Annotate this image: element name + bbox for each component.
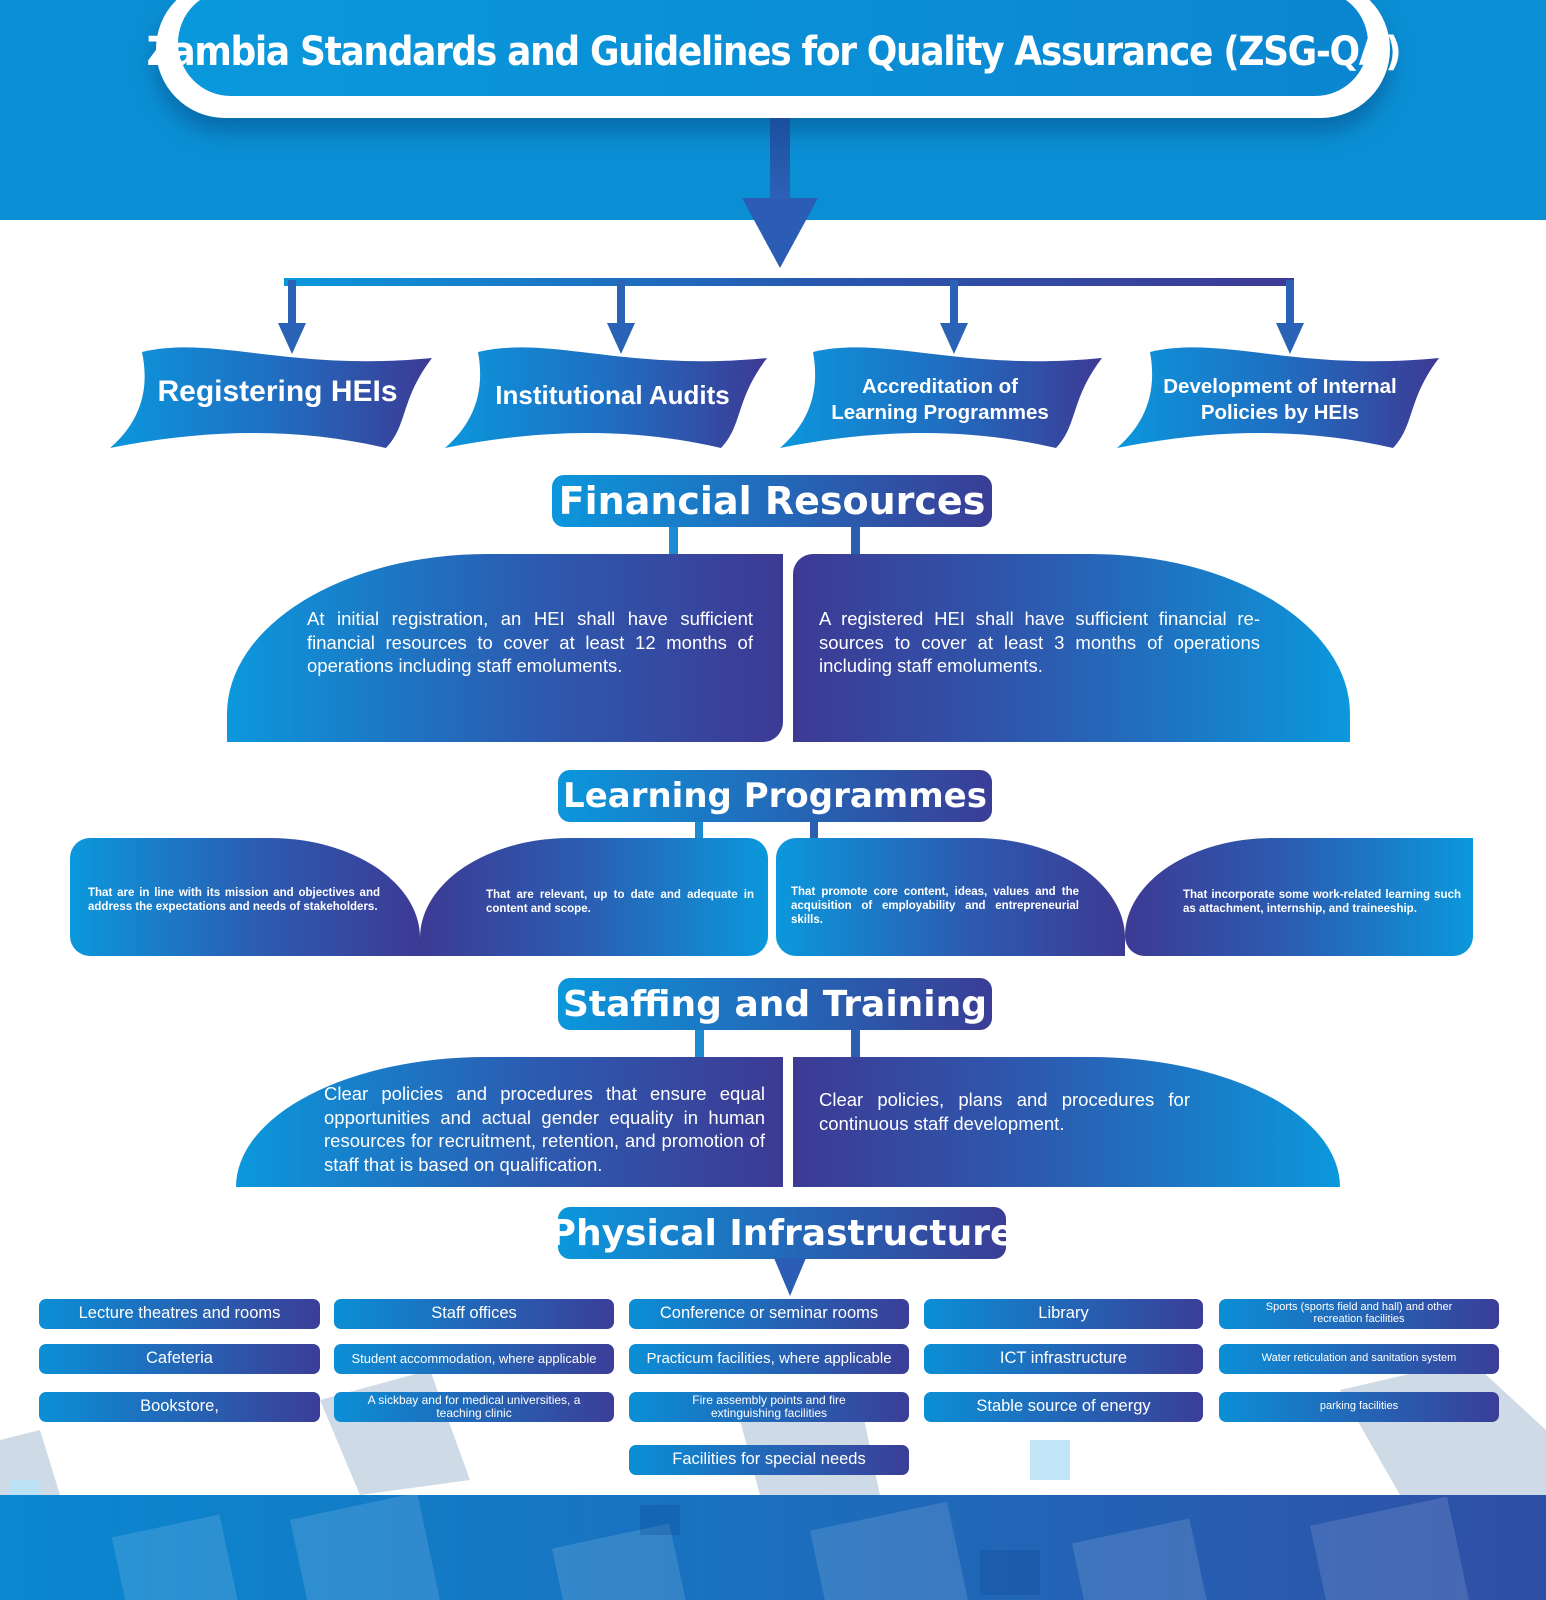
financial-left-text: At initial registration, an HEI shall ha… [307, 608, 753, 676]
learning-connector-right [810, 822, 818, 839]
infra-library: Library [924, 1299, 1203, 1329]
branch-arrow-2 [607, 323, 635, 354]
staffing-connector-right [851, 1030, 860, 1058]
infra-sports-facilities: Sports (sports field and hall) and other… [1219, 1299, 1499, 1329]
learning-item-4-text: That incorporate some work-related learn… [1183, 889, 1461, 915]
ribbon-shape-3 [780, 347, 1102, 448]
learning-item-3: That promote core content, ideas, values… [776, 838, 1125, 956]
infra-ict: ICT infrastructure [924, 1344, 1203, 1374]
branch-stem-3 [950, 280, 958, 325]
financial-connector-left [669, 527, 678, 555]
staffing-right-text: Clear policies, plans and procedures for… [819, 1089, 1190, 1134]
ribbon-shapes [110, 347, 1439, 448]
ribbon-shape-1 [110, 347, 432, 448]
ribbon-internal-policies: Development of Internal Policies by HEIs [1163, 375, 1397, 424]
infra-student-accommodation: Student accommodation, where applicable [334, 1344, 614, 1374]
infra-water-sanitation: Water reticulation and sanitation system [1219, 1344, 1499, 1374]
learning-item-4: That incorporate some work-related learn… [1125, 838, 1473, 956]
learning-item-2-text: That are relevant, up to date and adequa… [486, 889, 754, 915]
branch-arrow-4 [1276, 323, 1304, 354]
footer-band [0, 1495, 1546, 1600]
main-arrow-head [742, 198, 818, 268]
infra-fire-assembly: Fire assembly points and fire extinguish… [629, 1392, 909, 1422]
infra-sickbay: A sickbay and for medical universities, … [334, 1392, 614, 1422]
footer-pattern [111, 1495, 1470, 1600]
branch-stem-1 [288, 280, 296, 325]
infra-staff-offices: Staff offices [334, 1299, 614, 1329]
ribbon-institutional-audits: Institutional Audits [495, 380, 730, 410]
infra-parking: parking facilities [1219, 1392, 1499, 1422]
infra-lecture-theatres: Lecture theatres and rooms [39, 1299, 320, 1329]
branch-arrow-1 [278, 323, 306, 354]
ribbon-registering-heis: Registering HEIs [157, 375, 398, 408]
infra-bookstore: Bookstore, [39, 1392, 320, 1422]
infra-practicum-facilities: Practicum facilities, where applicable [629, 1344, 909, 1374]
staffing-connector-left [695, 1030, 704, 1058]
main-arrow-stem [770, 118, 790, 200]
staffing-left-text: Clear policies and procedures that ensur… [324, 1083, 765, 1175]
title-banner: Zambia Standards and Guidelines for Qual… [146, 0, 1401, 96]
financial-right-panel: A registered HEI shall have sufficient f… [793, 554, 1350, 742]
branch-stem-4 [1286, 280, 1294, 325]
financial-right-text: A registered HEI shall have sufficient f… [819, 608, 1260, 676]
ribbon-accreditation: Accreditation of Learning Programmes [831, 375, 1049, 424]
infra-cafeteria: Cafeteria [39, 1344, 320, 1374]
staffing-training-heading: Staffing and Training [558, 978, 992, 1030]
learning-item-3-text: That promote core content, ideas, values… [791, 886, 1079, 926]
branch-arrow-3 [940, 323, 968, 354]
learning-connector-left [695, 822, 703, 839]
staffing-left-panel: Clear policies and procedures that ensur… [236, 1057, 783, 1187]
infra-conference-rooms: Conference or seminar rooms [629, 1299, 909, 1329]
learning-item-1-text: That are in line with its mission and ob… [88, 887, 380, 913]
financial-resources-heading: Financial Resources [552, 475, 992, 527]
branch-bar [284, 278, 1294, 286]
infra-energy: Stable source of energy [924, 1392, 1203, 1422]
physical-infrastructure-heading: Physical Infrastructure [550, 1207, 1014, 1259]
page-title: Zambia Standards and Guidelines for Qual… [146, 29, 1401, 75]
infrastructure-arrow [774, 1258, 806, 1296]
infra-special-needs: Facilities for special needs [629, 1445, 909, 1475]
learning-item-2: That are relevant, up to date and adequa… [420, 838, 768, 956]
ribbon-shape-2 [445, 347, 767, 448]
learning-item-1: That are in line with its mission and ob… [70, 838, 420, 956]
learning-programmes-heading: Learning Programmes [558, 770, 992, 822]
financial-left-panel: At initial registration, an HEI shall ha… [227, 554, 783, 742]
staffing-right-panel: Clear policies, plans and procedures for… [793, 1057, 1340, 1187]
connector-arrows [278, 118, 1304, 354]
ribbon-shape-4 [1117, 347, 1439, 448]
branch-stem-2 [617, 280, 625, 325]
financial-connector-right [851, 527, 860, 555]
